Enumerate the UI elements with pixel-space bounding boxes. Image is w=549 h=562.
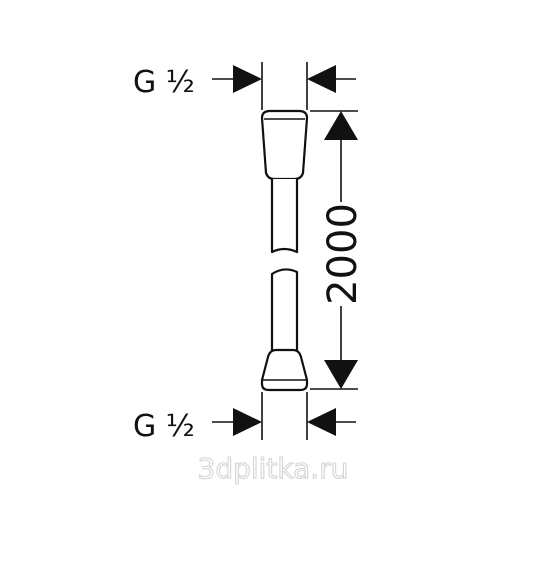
length-arrow-top	[324, 111, 358, 140]
top-arrow-left	[233, 65, 262, 93]
length-arrow-bottom	[324, 360, 358, 389]
top-arrow-right	[307, 65, 336, 93]
bottom-nut	[260, 348, 309, 392]
length-label: 2000	[320, 203, 366, 305]
bottom-arrow-right	[307, 408, 336, 436]
top-nut	[260, 109, 309, 181]
length-dimension: 2000	[310, 110, 366, 390]
bottom-arrow-left	[233, 408, 262, 436]
watermark: 3dplitka.ru	[198, 452, 349, 485]
hose	[260, 109, 309, 392]
top-thread-dimension: G ½	[133, 62, 356, 110]
top-thread-label: G ½	[133, 65, 195, 100]
bottom-thread-label: G ½	[133, 409, 195, 444]
hose-lower-segment	[270, 268, 299, 352]
bottom-thread-dimension: G ½	[133, 392, 356, 444]
hose-upper-segment	[270, 179, 299, 254]
